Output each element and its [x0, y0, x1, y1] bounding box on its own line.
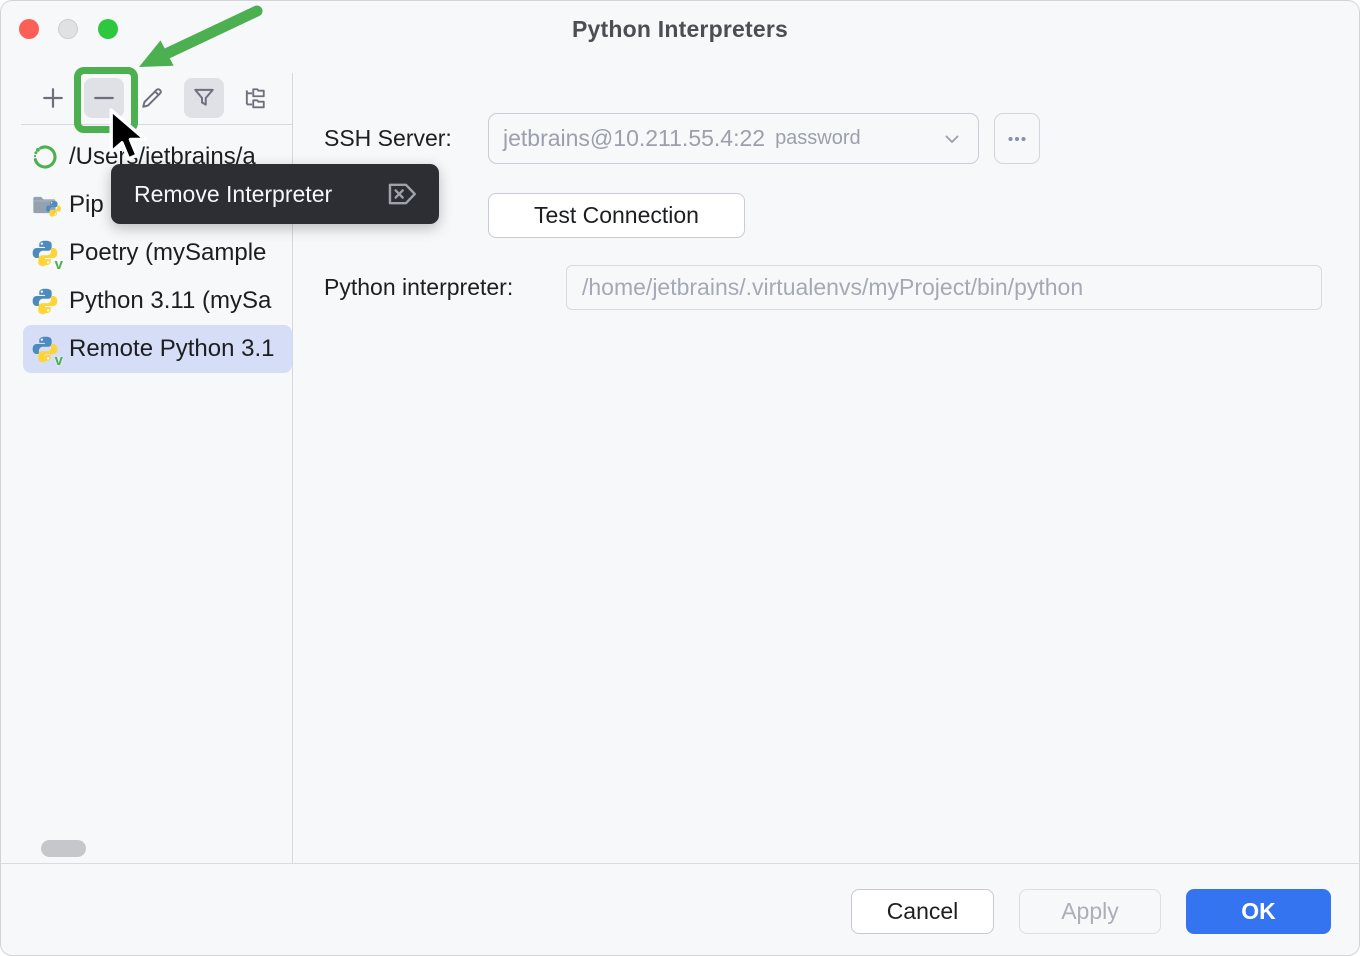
funnel-icon	[194, 88, 214, 106]
list-item-label: Pip	[69, 191, 104, 218]
cancel-label: Cancel	[886, 898, 959, 924]
minus-icon	[94, 96, 114, 100]
ellipsis-icon	[1008, 136, 1026, 141]
list-item-remote-python-selected[interactable]: v Remote Python 3.1	[23, 325, 292, 373]
window-title: Python Interpreters	[572, 16, 788, 42]
ssh-server-dropdown[interactable]: jetbrains@10.211.55.4:22 password	[488, 113, 979, 164]
folder-python-icon	[31, 191, 62, 219]
toolbar-divider	[21, 124, 292, 125]
virtualenv-badge: v	[54, 256, 63, 273]
forward-delete-icon	[388, 183, 416, 205]
list-item-label: Poetry (mySample	[69, 239, 267, 266]
close-button[interactable]	[19, 19, 39, 39]
folder-tree-icon	[245, 88, 265, 109]
ssh-auth-type: password	[775, 127, 861, 149]
list-item-label: Remote Python 3.1	[69, 335, 275, 362]
edit-interpreter-button[interactable]	[132, 78, 172, 118]
minimize-button	[58, 19, 78, 39]
python-icon	[31, 287, 59, 315]
test-connection-label: Test Connection	[534, 202, 699, 228]
panel-divider	[292, 73, 293, 863]
filter-button[interactable]	[184, 78, 224, 118]
chevron-down-icon	[945, 135, 959, 143]
list-item-poetry[interactable]: v Poetry (mySample	[1, 229, 292, 277]
ssh-server-label: SSH Server:	[324, 125, 452, 151]
interpreter-list: /Users/jetbrains/a Pip	[1, 133, 292, 373]
virtualenv-badge: v	[54, 352, 63, 369]
mouse-cursor-icon	[109, 108, 147, 161]
horizontal-scrollbar-thumb[interactable]	[41, 840, 86, 857]
list-item-label: Python 3.11 (mySa	[69, 287, 272, 314]
python-interpreter-path: /home/jetbrains/.virtualenvs/myProject/b…	[582, 274, 1084, 300]
zoom-button[interactable]	[98, 19, 118, 39]
annotation-highlight-box	[74, 67, 138, 133]
pencil-icon	[142, 88, 162, 108]
ok-button[interactable]: OK	[1186, 889, 1331, 934]
ok-label: OK	[1241, 898, 1276, 924]
python-interpreter-label: Python interpreter:	[324, 274, 514, 300]
cancel-button[interactable]: Cancel	[851, 889, 994, 934]
ssh-server-value: jetbrains@10.211.55.4:22	[503, 125, 766, 151]
plus-icon	[43, 88, 63, 108]
apply-button[interactable]: Apply	[1019, 889, 1161, 934]
apply-label: Apply	[1061, 898, 1119, 924]
test-connection-button[interactable]: Test Connection	[488, 193, 745, 238]
add-interpreter-button[interactable]	[33, 78, 73, 118]
python-interpreter-field: /home/jetbrains/.virtualenvs/myProject/b…	[566, 265, 1322, 310]
python-venv-icon: v	[31, 239, 63, 273]
remove-interpreter-tooltip: Remove Interpreter	[111, 164, 439, 224]
remove-interpreter-button[interactable]	[84, 78, 124, 118]
list-item-python-311[interactable]: Python 3.11 (mySa	[1, 277, 292, 325]
tooltip-label: Remove Interpreter	[134, 180, 333, 207]
browse-ssh-configurations-button[interactable]	[994, 113, 1040, 164]
footer-divider	[1, 863, 1359, 864]
list-item-pipenv[interactable]: Pip	[1, 181, 292, 229]
show-interpreter-paths-button[interactable]	[235, 78, 275, 118]
python-venv-icon: v	[31, 335, 63, 369]
loading-spinner-icon	[31, 143, 59, 171]
